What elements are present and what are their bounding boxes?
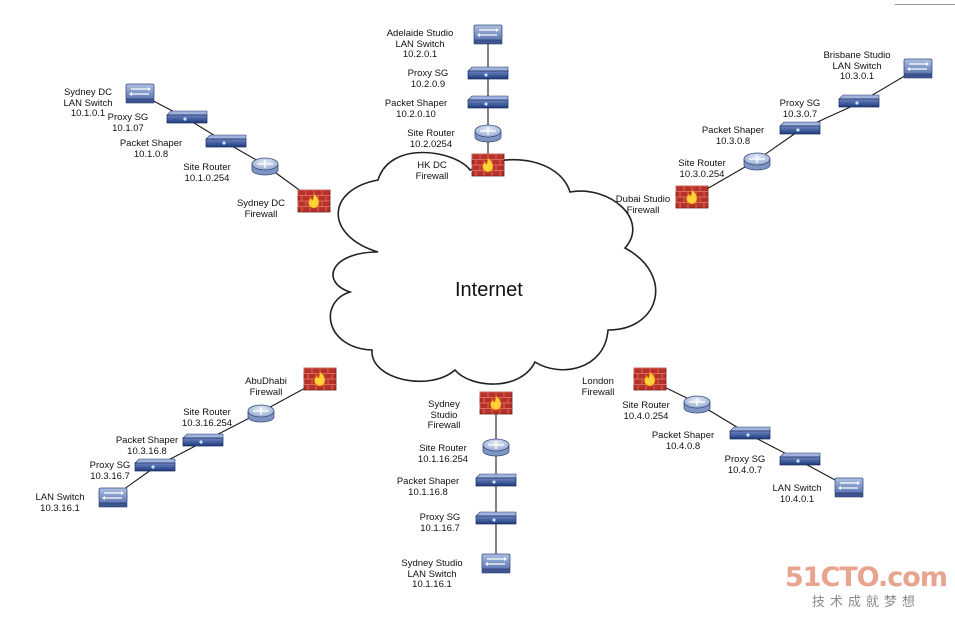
abudhabi-firewall-icon [303,367,337,391]
device-icons [98,24,933,574]
sydney-studio-site-router-icon [482,438,510,457]
brisbane-firewall-icon [675,185,709,209]
top-edge-line [895,0,955,5]
adelaide-firewall-icon [471,153,505,177]
sydney-studio-proxy-sg-icon [475,511,517,525]
abudhabi-proxy-sg-icon [134,458,176,472]
london-packet-shaper-icon [729,426,771,440]
abudhabi-site-router-icon [247,404,275,423]
internet-cloud [329,151,657,385]
brisbane-proxy-sg-icon [838,94,880,108]
sydney-dc-firewall-icon [297,189,331,213]
sydney-dc-packet-shaper-icon [205,134,247,148]
watermark: 51CTO.com 技术成就梦想 [784,562,948,610]
watermark-subtitle: 技术成就梦想 [811,594,920,609]
brisbane-lan-switch-icon [903,58,933,79]
adelaide-proxy-sg-icon [467,66,509,80]
sydney-studio-firewall-icon [479,391,513,415]
adelaide-site-router-icon [474,124,502,143]
abudhabi-lan-switch-icon [98,487,128,508]
london-proxy-sg-icon [779,452,821,466]
internet-label: Internet [455,279,523,301]
sydney-studio-packet-shaper-icon [475,473,517,487]
london-firewall-icon [633,367,667,391]
london-lan-switch-icon [834,477,864,498]
sydney-studio-lan-switch-icon [481,553,511,574]
brisbane-packet-shaper-icon [779,121,821,135]
adelaide-lan-switch-icon [473,24,503,45]
london-site-router-icon [683,395,711,414]
watermark-logo: 51CTO.com [784,562,948,593]
sydney-dc-proxy-sg-icon [166,110,208,124]
adelaide-packet-shaper-icon [467,95,509,109]
brisbane-site-router-icon [743,152,771,171]
abudhabi-packet-shaper-icon [182,433,224,447]
sydney-dc-site-router-icon [251,157,279,176]
sydney-dc-lan-switch-icon [125,83,155,104]
